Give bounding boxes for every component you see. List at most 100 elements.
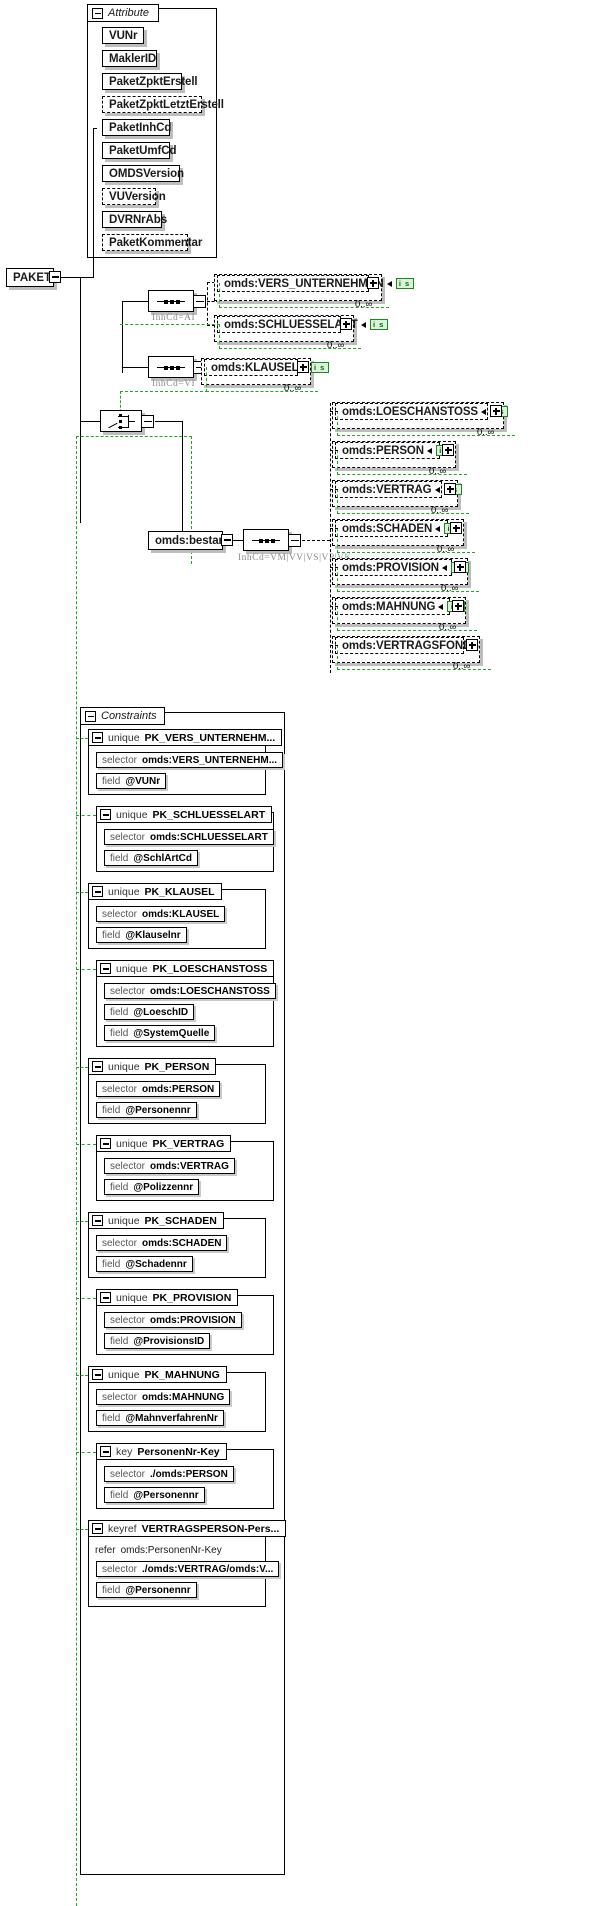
attribute-paketkommentar[interactable]: PaketKommentar xyxy=(102,234,202,251)
element-bestand[interactable]: omds:bestand xyxy=(148,531,233,550)
element-vertrag[interactable]: omds:VERTRAGi s xyxy=(335,481,462,498)
element-klausel[interactable]: omds:KLAUSEL i s xyxy=(204,359,329,376)
constraint-row[interactable]: field@Schadennr xyxy=(96,1256,193,1272)
attribute-maklerid[interactable]: MaklerID xyxy=(102,50,157,67)
attribute-vunr[interactable]: VUNr xyxy=(102,27,144,44)
attribute-group-tab[interactable]: Attribute xyxy=(87,4,159,22)
refer-value: omds:PersonenNr-Key xyxy=(120,1545,222,1556)
collapse-icon[interactable] xyxy=(100,1446,111,1457)
expand-icon[interactable] xyxy=(454,561,466,573)
collapse-icon[interactable] xyxy=(100,1138,111,1149)
attribute-paketzpktletzterstell[interactable]: PaketZpktLetztErstell xyxy=(102,96,224,113)
collapse-icon[interactable] xyxy=(92,1061,103,1072)
collapse-icon[interactable] xyxy=(92,732,103,743)
klausel-occurs: 0..∞ xyxy=(284,383,302,394)
choice-compositor[interactable] xyxy=(100,410,157,432)
row-keyword: selector xyxy=(110,1314,146,1326)
expand-icon[interactable] xyxy=(444,483,456,495)
attribute-paketumfcd[interactable]: PaketUmfCd xyxy=(102,142,176,159)
sequence-compositor-bestand[interactable] xyxy=(243,529,304,551)
sequence-compositor-ai[interactable] xyxy=(148,290,209,312)
attribute-paketinhcd[interactable]: PaketInhCd xyxy=(102,119,171,136)
sequence-ai-collapse-icon[interactable] xyxy=(193,295,206,308)
vers-unternehmen-expand-icon[interactable] xyxy=(367,277,379,289)
collapse-icon[interactable] xyxy=(92,1369,103,1380)
element-vertragsfonds[interactable]: omds:VERTRAGSFONDS xyxy=(335,637,479,654)
green-connector xyxy=(76,1375,88,1376)
constraints-group-tab[interactable]: Constraints xyxy=(80,707,165,725)
constraint-row[interactable]: field@Personennr xyxy=(96,1102,197,1118)
expand-icon[interactable] xyxy=(442,444,454,456)
sequence-bestand-collapse-icon[interactable] xyxy=(288,534,301,547)
green-connector xyxy=(76,969,96,970)
expand-icon[interactable] xyxy=(490,405,502,417)
element-loeschanstoss[interactable]: omds:LOESCHANSTOSSi s xyxy=(335,403,509,420)
constraint-row[interactable]: field@SystemQuelle xyxy=(104,1025,216,1041)
constraint-row[interactable]: field@Polizzennr xyxy=(104,1179,200,1195)
element-schaden[interactable]: omds:SCHADENi s xyxy=(335,520,463,537)
attribute-dvrnrabs[interactable]: DVRNrAbs xyxy=(102,211,167,228)
expand-icon[interactable] xyxy=(466,639,478,651)
element-provision[interactable]: omds:PROVISIONi s xyxy=(335,559,470,576)
attribute-label: PaketZpktLetztErstell xyxy=(109,98,224,111)
paket-expand-icon[interactable] xyxy=(49,271,61,283)
constraint-row[interactable]: selector./omds:VERTRAG/omds:V... xyxy=(96,1561,280,1577)
constraint-row[interactable]: field@LoeschID xyxy=(104,1004,195,1020)
constraint-row[interactable]: field@MahnverfahrenNr xyxy=(96,1410,224,1426)
collapse-icon[interactable] xyxy=(92,1523,103,1534)
element-label: omds:LOESCHANSTOSS xyxy=(342,405,479,418)
collapse-icon[interactable] xyxy=(85,710,96,722)
collapse-icon[interactable] xyxy=(92,886,103,897)
attribute-omdsversion[interactable]: OMDSVersion xyxy=(102,165,184,182)
element-mahnung[interactable]: omds:MAHNUNGi s xyxy=(335,598,466,615)
type-badge-icon: i s xyxy=(395,278,414,289)
row-value: ./omds:VERTRAG/omds:V... xyxy=(142,1563,274,1575)
constraint-row[interactable]: field@VUNr xyxy=(96,773,167,789)
klausel-expand-icon[interactable] xyxy=(297,361,309,373)
constraint-row[interactable]: field@Klauselnr xyxy=(96,927,187,943)
green-connector xyxy=(219,307,389,308)
element-schluesselart[interactable]: omds:SCHLUESSELART i s xyxy=(217,316,388,333)
constraint-row[interactable]: field@Personennr xyxy=(104,1487,205,1503)
constraint-row[interactable]: field@Personennr xyxy=(96,1582,197,1598)
attribute-vuversion[interactable]: VUVersion xyxy=(102,188,166,205)
constraint-row[interactable]: field@SchlArtCd xyxy=(104,850,199,866)
collapse-icon[interactable] xyxy=(100,809,111,820)
choice-collapse-icon[interactable] xyxy=(141,415,154,428)
row-value: @Klauselnr xyxy=(125,929,181,941)
collapse-icon[interactable] xyxy=(92,7,103,19)
collapse-icon[interactable] xyxy=(100,1292,111,1303)
collapse-icon[interactable] xyxy=(100,963,111,974)
schluesselart-expand-icon[interactable] xyxy=(340,318,352,330)
attribute-paketzpkterstell[interactable]: PaketZpktErstell xyxy=(102,73,198,90)
root-element-paket[interactable]: PAKET xyxy=(6,268,54,287)
expand-icon[interactable] xyxy=(452,600,464,612)
expand-icon[interactable] xyxy=(450,522,462,534)
element-vers-unternehmen[interactable]: omds:VERS_UNTERNEHMEN i s xyxy=(217,275,414,292)
constraint-row[interactable]: field@ProvisionsID xyxy=(104,1333,211,1349)
constraint-row[interactable]: selector./omds:PERSON xyxy=(104,1466,234,1482)
sequence-compositor-vi[interactable] xyxy=(148,356,209,378)
collapse-icon[interactable] xyxy=(92,1215,103,1226)
